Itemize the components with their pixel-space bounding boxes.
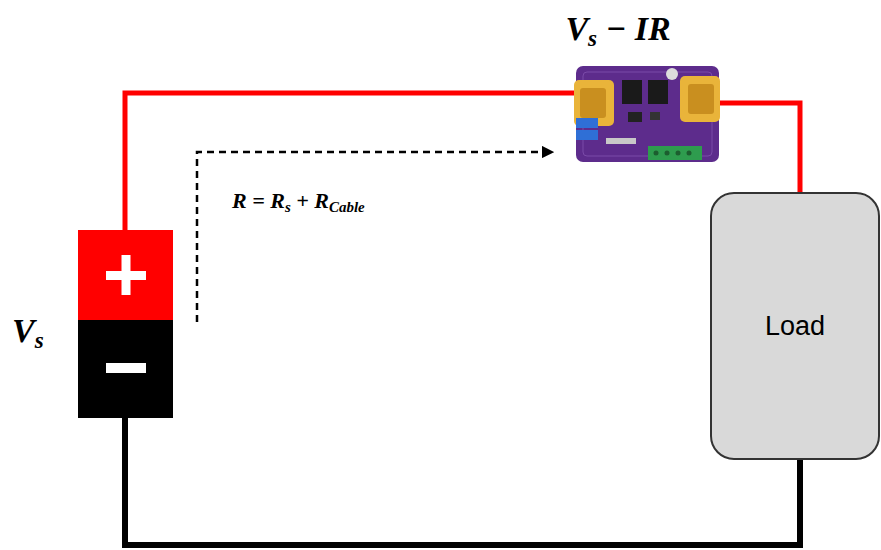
- load-label: Load: [765, 311, 825, 342]
- battery-symbol: [78, 230, 173, 418]
- resistance-path-arrow: [197, 152, 553, 322]
- negative-wire: [125, 416, 800, 545]
- positive-wire: [716, 103, 800, 194]
- sensor-board: [574, 66, 720, 162]
- voltage-label: Vs: [12, 312, 44, 349]
- voltage-label: R = Rs + RCable: [232, 189, 365, 213]
- positive-wire: [125, 93, 580, 232]
- load-box: Load: [710, 192, 880, 460]
- voltage-label: Vs − IR: [565, 10, 670, 47]
